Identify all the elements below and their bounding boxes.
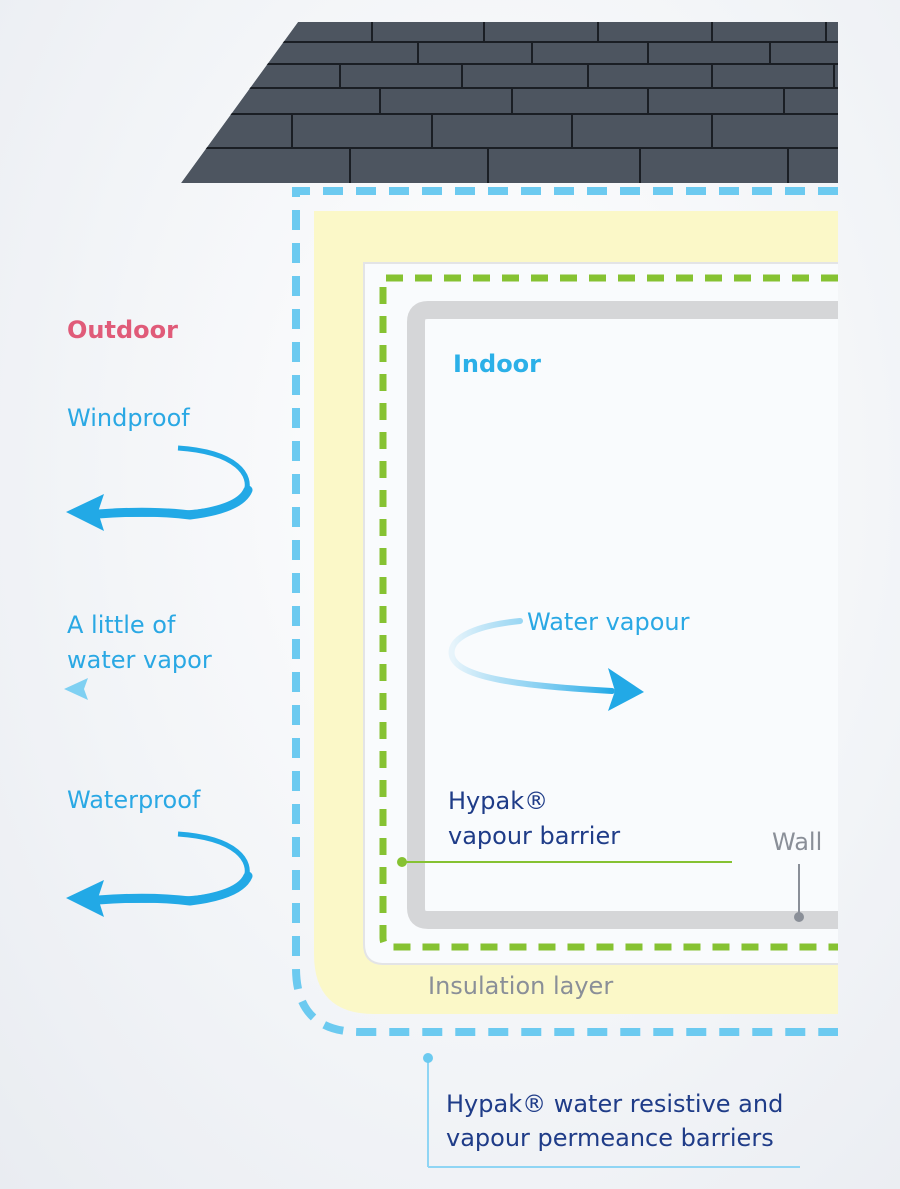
roof-shingles-icon bbox=[181, 22, 838, 183]
windproof-label: Windproof bbox=[67, 404, 190, 432]
vapour-barrier-line bbox=[379, 274, 838, 951]
inner-space bbox=[364, 263, 838, 964]
wall-callout bbox=[794, 864, 804, 922]
little-water-vapor-label: A little of water vapor bbox=[67, 611, 212, 674]
outdoor-label: Outdoor bbox=[67, 316, 178, 344]
vapour-barrier-callout bbox=[397, 857, 732, 867]
curved-arrow-water-vapour-icon bbox=[448, 618, 644, 711]
waterproof-label: Waterproof bbox=[67, 786, 201, 814]
vapour-barrier-label: Hypak® vapour barrier bbox=[448, 787, 621, 850]
arrow-water-vapor-icon bbox=[64, 678, 356, 700]
insulation-inner-edge bbox=[363, 262, 838, 965]
water-resistive-barrier bbox=[292, 187, 838, 1036]
water-vapour-label: Water vapour bbox=[527, 608, 690, 636]
water-resistive-barrier-label: Hypak® water resistive and vapour permea… bbox=[446, 1090, 784, 1152]
wall bbox=[407, 301, 838, 929]
wrb-callout bbox=[423, 1053, 800, 1168]
insulation-layer-label: Insulation layer bbox=[428, 972, 614, 1000]
indoor-label: Indoor bbox=[453, 350, 542, 378]
curved-arrow-waterproof-icon bbox=[66, 831, 253, 917]
wall-label: Wall bbox=[772, 828, 823, 856]
curved-arrow-windproof-icon bbox=[66, 445, 253, 531]
